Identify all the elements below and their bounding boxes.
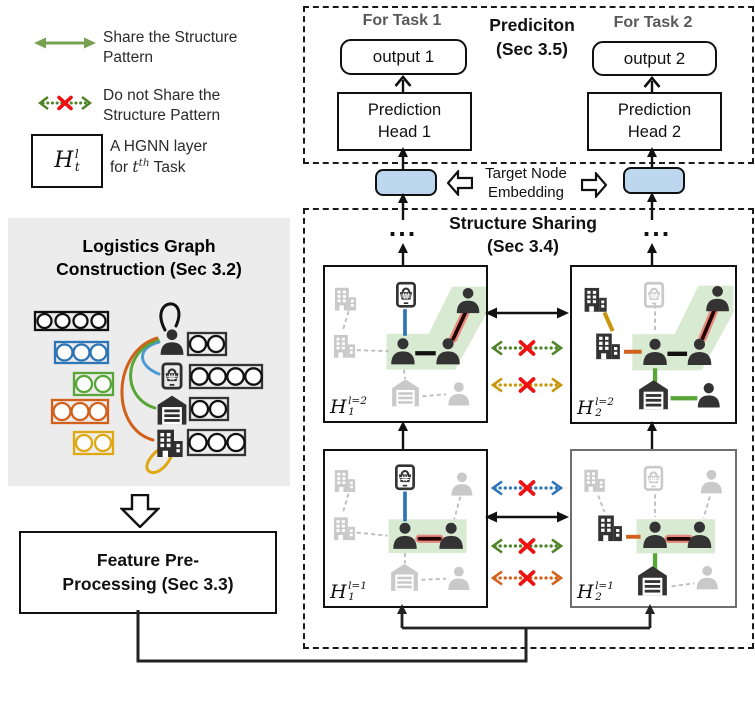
hollow-right-arrow-icon bbox=[581, 172, 607, 198]
node-feature-vector-building bbox=[186, 428, 247, 457]
shop-tablet-icon bbox=[161, 362, 183, 390]
target-node-embedding-1 bbox=[375, 169, 437, 196]
construction-title: Logistics Graph Construction (Sec 3.2) bbox=[56, 236, 242, 279]
logistics-graph bbox=[33, 302, 264, 475]
warehouse-icon bbox=[639, 380, 668, 410]
warehouse-icon bbox=[391, 563, 418, 591]
feature-preprocessing-box: Feature Pre-Processing (Sec 3.3) bbox=[19, 531, 277, 614]
building-self-loop-yellow bbox=[145, 448, 173, 475]
hgnn-legend-label: A HGNN layer for tth Task bbox=[110, 138, 208, 177]
prediction-title: Prediciton (Sec 3.5) bbox=[489, 15, 575, 59]
edge-building-building-gold bbox=[602, 311, 615, 332]
warehouse-icon bbox=[157, 395, 187, 425]
building-icon bbox=[334, 287, 357, 311]
edge-person-person-highlighted bbox=[451, 306, 470, 341]
warehouse-icon bbox=[638, 566, 667, 596]
shop-tablet-icon bbox=[643, 465, 664, 491]
structure-sharing-section-box bbox=[303, 208, 754, 649]
graph-task2-layer2 bbox=[584, 281, 734, 410]
ellipsis-left: ... bbox=[388, 212, 418, 242]
shop-tablet-icon bbox=[643, 281, 665, 308]
person-icon bbox=[700, 469, 722, 494]
for-task-2-label: For Task 2 bbox=[613, 14, 693, 31]
graph-task2-layer1 bbox=[584, 465, 722, 596]
building-icon bbox=[584, 469, 605, 492]
feature-vector-green bbox=[72, 371, 115, 397]
person-icon bbox=[448, 566, 470, 590]
feature-vector-orange bbox=[50, 398, 110, 425]
building-icon bbox=[598, 515, 622, 542]
edge-person-person-highlighted bbox=[700, 304, 718, 341]
no-share-arrow-legend-icon bbox=[38, 95, 92, 111]
feature-vector-black bbox=[33, 310, 110, 332]
person-self-loop-black bbox=[159, 302, 181, 332]
output-2-box: output 2 bbox=[592, 41, 717, 76]
person-icon bbox=[697, 383, 720, 408]
target-node-embedding-2 bbox=[623, 167, 685, 194]
output-1-box: output 1 bbox=[340, 39, 467, 75]
node-feature-vector-person bbox=[186, 331, 228, 357]
edge-person-warehouse-green bbox=[129, 338, 160, 410]
building-icon bbox=[333, 334, 356, 358]
shop-tablet-icon bbox=[396, 281, 417, 308]
person-icon bbox=[448, 382, 470, 406]
logistics-graph-panel: Logistics Graph Construction (Sec 3.2) bbox=[8, 218, 290, 486]
red-x-icon bbox=[57, 95, 73, 111]
for-task-1-label: For Task 1 bbox=[362, 12, 442, 29]
feature-vector-yellow bbox=[72, 430, 115, 456]
building-icon bbox=[333, 517, 356, 541]
building-icon bbox=[157, 429, 183, 457]
building-icon bbox=[334, 470, 356, 493]
graph-task1-layer1 bbox=[333, 464, 473, 591]
graph-task1-layer2 bbox=[333, 281, 486, 407]
person-icon bbox=[696, 565, 718, 590]
hollow-left-arrow-icon bbox=[447, 170, 473, 196]
share-arrow-legend-icon bbox=[34, 37, 96, 49]
building-icon bbox=[584, 287, 607, 312]
person-icon bbox=[451, 472, 473, 496]
prediction-section-box bbox=[303, 6, 754, 164]
structure-sharing-title: Structure Sharing (Sec 3.4) bbox=[449, 213, 597, 256]
target-node-embedding-label: Target Node Embedding bbox=[485, 165, 567, 201]
edge-person-building-orange bbox=[120, 336, 159, 442]
person-icon bbox=[160, 329, 184, 355]
ellipsis-right: ... bbox=[642, 212, 672, 242]
node-feature-vector-warehouse bbox=[188, 396, 230, 422]
feature-vector-blue bbox=[53, 340, 110, 365]
warehouse-icon bbox=[392, 379, 419, 407]
building-icon bbox=[596, 333, 620, 360]
node-feature-vector-shop bbox=[188, 363, 264, 390]
hollow-down-arrow-icon bbox=[120, 494, 160, 528]
shop-tablet-icon bbox=[394, 464, 415, 491]
edge-person-shop-blue bbox=[141, 340, 161, 376]
